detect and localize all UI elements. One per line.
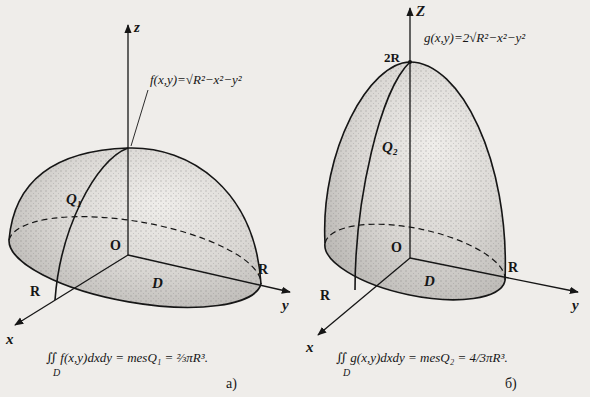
function-label: f(x,y)=√R²−x²−y² — [150, 72, 242, 88]
formula: ∬ f(x,y)dxdy = mesQ₁ = ⅔πR³. — [46, 350, 208, 366]
region-label: D — [152, 274, 163, 292]
axis-label: y — [572, 296, 579, 314]
formula-subscript: D — [343, 367, 350, 379]
origin-label: O — [391, 240, 402, 257]
region-label: Q₂ — [382, 138, 398, 156]
panel-label: а) — [226, 376, 237, 393]
axis-label: z — [134, 18, 140, 36]
region-label: Q₁ — [66, 190, 82, 208]
dimension-label: 2R — [384, 50, 400, 66]
axis-label: x — [6, 330, 14, 348]
ellipsoid-cap — [318, 8, 578, 335]
hemisphere — [9, 25, 290, 325]
function-label: g(x,y)=2√R²−x²−y² — [424, 30, 525, 46]
axis-label: x — [306, 338, 314, 356]
origin-label: O — [110, 238, 121, 255]
formula-subscript: D — [53, 367, 60, 379]
dimension-label: R — [258, 262, 268, 279]
region-label: D — [424, 272, 435, 290]
axis-label: y — [282, 296, 289, 314]
axis-label: Z — [416, 2, 425, 20]
dimension-label: R — [508, 260, 518, 277]
dimension-label: R — [30, 284, 40, 301]
dimension-label: R — [320, 288, 330, 305]
formula: ∬ g(x,y)dxdy = mesQ₂ = 4/3πR³. — [336, 350, 508, 366]
panel-label: б) — [505, 376, 517, 393]
